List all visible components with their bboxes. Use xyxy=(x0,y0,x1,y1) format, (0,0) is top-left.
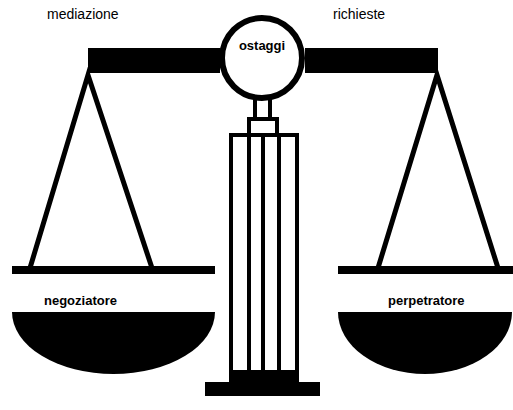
scale-pan: negoziatore xyxy=(12,290,215,374)
scale-cap xyxy=(249,119,277,135)
beam-label: mediazione xyxy=(47,6,119,23)
pan-label: perpetratore xyxy=(388,293,465,309)
scale-base-top xyxy=(229,370,299,382)
pan-label: negoziatore xyxy=(44,293,117,309)
post-line xyxy=(277,135,281,380)
pan-bar-left xyxy=(12,266,215,274)
hanger-left xyxy=(30,75,152,268)
beam-label: richieste xyxy=(333,6,385,23)
scale-base xyxy=(205,382,320,396)
ring-circle xyxy=(222,18,302,98)
pan-bowl xyxy=(338,312,512,374)
scale-post xyxy=(231,135,297,380)
post-line xyxy=(247,135,251,380)
ring-outline xyxy=(218,14,306,102)
pan-bowl xyxy=(12,312,215,374)
scale-pan: perpetratore xyxy=(338,290,512,374)
hanger-right xyxy=(378,75,498,268)
post-line xyxy=(261,135,265,380)
ring-node: ostaggi xyxy=(218,14,306,102)
beam-left xyxy=(88,48,220,73)
center-label: ostaggi xyxy=(239,38,285,54)
beam-right xyxy=(305,48,438,73)
pan-bar-right xyxy=(338,266,513,274)
